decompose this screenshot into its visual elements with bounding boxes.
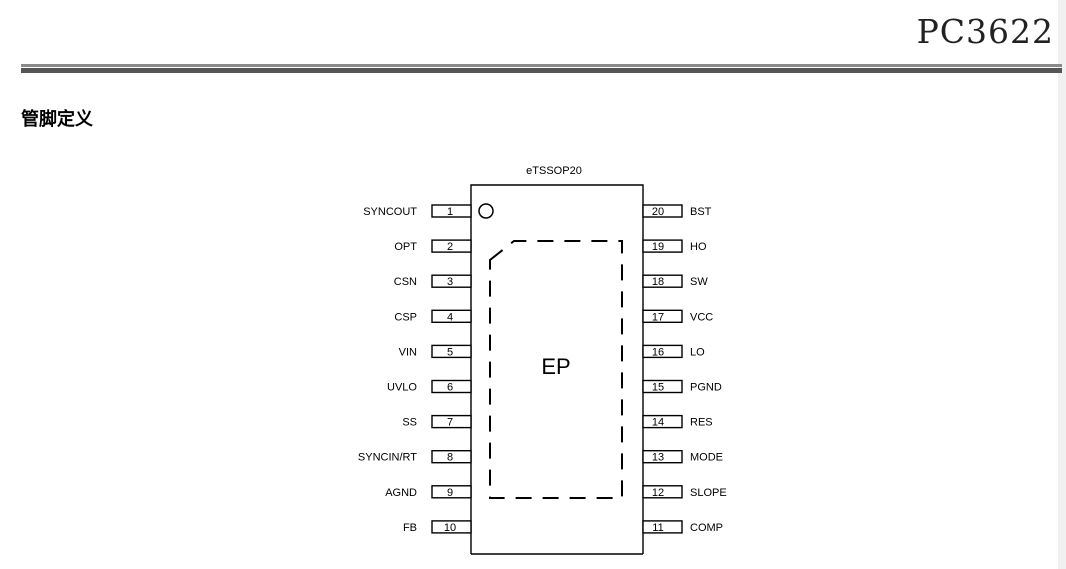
pin-lead [642,274,683,288]
pin-number: 10 [444,522,456,534]
pin-name: CSP [394,311,417,323]
right-pin-12: 12 SLOPE [642,485,727,499]
left-pin-7: 7 SS [402,414,472,429]
left-pin-10: 10 FB [403,520,472,534]
pin-lead [642,450,683,464]
pin-lead [431,344,472,359]
exposed-pad-label: EP [541,354,570,379]
pin-name: SLOPE [690,487,727,499]
pin-lead [642,379,683,394]
pin-lead [642,204,683,218]
exposed-pad-outline [489,240,623,499]
pin-number: 6 [447,382,453,394]
package-label: eTSSOP20 [526,165,582,177]
pin-number: 16 [652,346,664,358]
right-pin-18: 18 SW [642,274,708,288]
pin-number: 12 [652,487,664,499]
pin-number: 13 [652,452,664,464]
pin-name: OPT [394,241,417,253]
pin-lead [642,344,683,359]
pin-number: 1 [447,206,453,218]
pin-name: SW [690,276,708,288]
pin-lead [431,379,472,394]
pin-lead [642,309,683,323]
left-pin-3: 3 CSN [394,274,472,288]
pin-number: 15 [652,382,664,394]
pin-number: 9 [447,487,453,499]
pin-number: 14 [652,417,664,429]
left-pin-2: 2 OPT [394,239,472,253]
left-pin-4: 4 CSP [394,309,472,323]
pin-name: LO [690,346,705,358]
left-pin-8: 8 SYNCIN/RT [358,450,472,464]
pin-name: CSN [394,276,417,288]
right-pin-16: 16 LO [642,344,705,359]
left-pin-5: 5 VIN [399,344,472,359]
pin-number: 19 [652,241,664,253]
pin-lead [431,239,472,253]
pin-name: SYNCIN/RT [358,452,417,464]
pin-lead [431,204,472,218]
pin-lead [431,450,472,464]
pin-number: 20 [652,206,664,218]
pin-name: COMP [690,522,723,534]
left-pin-6: 6 UVLO [387,379,472,394]
pin-lead [431,520,472,534]
left-pin-group: 1 SYNCOUT 2 OPT 3 CSN 4 CSP 5 VIN 6 UVLO 7 SS 8 SYNCIN/… [358,204,472,534]
page-right-edge [1058,0,1066,569]
pin-number: 11 [652,522,663,534]
pin-name: BST [690,206,712,218]
pin-name: VCC [690,311,713,323]
pin-lead [642,485,683,499]
pin-name: RES [690,417,713,429]
pin-lead [642,239,683,253]
document-title: PC3622 [916,12,1054,51]
pin-lead [431,309,472,323]
pin-name: UVLO [387,382,417,394]
package-body [470,184,644,554]
right-pin-17: 17 VCC [642,309,713,323]
pin-number: 8 [447,452,453,464]
header-rule-thick [21,68,1062,73]
pin-name: FB [403,522,417,534]
pin-number: 17 [652,311,664,323]
pin-number: 7 [447,417,453,429]
left-pin-1: 1 SYNCOUT [363,204,472,218]
right-pin-11: 11 COMP [642,520,723,534]
pin-name: AGND [385,487,417,499]
pin-number: 5 [447,346,453,358]
pin-number: 3 [447,276,453,288]
section-title: 管脚定义 [21,109,93,130]
pin-lead [642,414,683,429]
pin-name: PGND [690,382,722,394]
pin-number: 2 [447,241,453,253]
pin-name: SYNCOUT [363,206,417,218]
left-pin-9: 9 AGND [385,485,472,499]
right-pin-20: 20 BST [642,204,712,218]
right-pin-19: 19 HO [642,239,707,253]
pin-lead [642,520,683,534]
pin-lead [431,414,472,429]
header-rule-thin [21,64,1062,67]
pin-number: 18 [652,276,664,288]
right-pin-13: 13 MODE [642,450,723,464]
pin-lead [431,274,472,288]
pin-name: VIN [399,346,417,358]
pin-number: 4 [447,311,453,323]
pin-name: HO [690,241,707,253]
pin-name: SS [402,417,417,429]
right-pin-14: 14 RES [642,414,713,429]
pin-name: MODE [690,452,723,464]
pin-lead [431,485,472,499]
right-pin-15: 15 PGND [642,379,722,394]
pin1-indicator [478,203,494,219]
